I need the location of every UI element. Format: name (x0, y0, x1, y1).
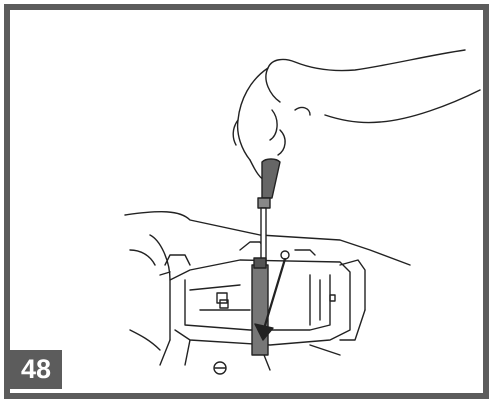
step-number-badge: 48 (10, 350, 62, 389)
instruction-illustration (10, 10, 483, 393)
